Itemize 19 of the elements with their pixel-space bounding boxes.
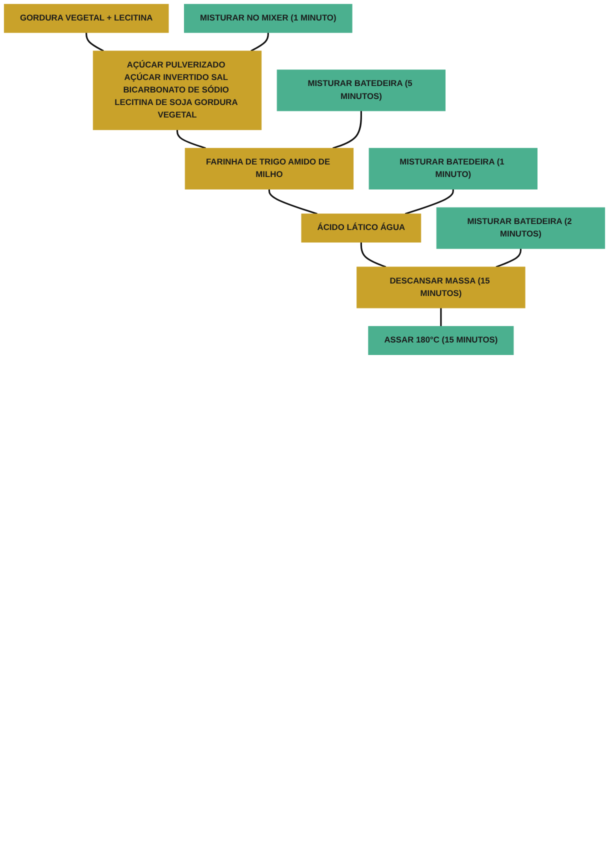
node-box: MISTURAR BATEDEIRA (5 MINUTOS) <box>276 70 446 112</box>
node-box: ASSAR 180°C (15 MINUTOS) <box>368 326 514 355</box>
connector <box>268 189 318 215</box>
node-box: AÇÚCAR PULVERIZADO AÇÚCAR INVERTIDO SAL BICARBONATO DE SÓDIO LECITINA DE SOJA GORDURA VEGETAL <box>92 50 262 130</box>
node-box: ÁCIDO LÁTICO ÁGUA <box>301 214 422 243</box>
node-box: DESCANSAR MASSA (15 MINUTOS) <box>356 266 526 308</box>
connector <box>176 130 206 149</box>
connector <box>440 308 442 326</box>
node-box: MISTURAR BATEDEIRA (2 MINUTOS) <box>436 207 606 249</box>
connector <box>404 189 454 215</box>
node-box: MISTURAR NO MIXER (1 MINUTO) <box>184 4 352 33</box>
connector <box>332 110 362 149</box>
node-box: GORDURA VEGETAL + LECITINA <box>4 4 169 33</box>
node-box: MISTURAR BATEDEIRA (1 MINUTO) <box>368 148 538 190</box>
connector <box>496 248 522 268</box>
node-box: FARINHA DE TRIGO AMIDO DE MILHO <box>184 148 354 190</box>
connector <box>360 242 386 268</box>
connector <box>86 32 104 52</box>
connector <box>250 32 269 52</box>
